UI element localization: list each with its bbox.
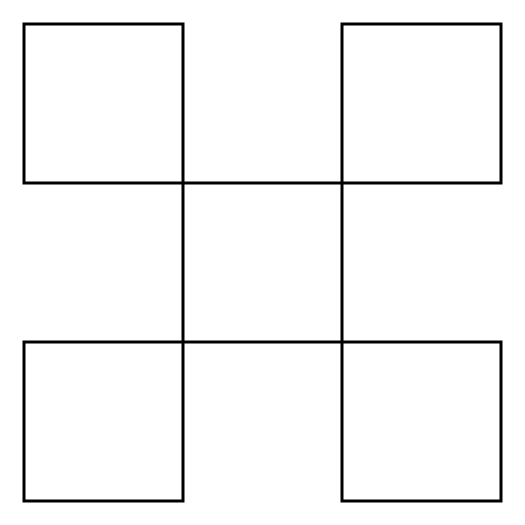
center-square	[181, 181, 344, 344]
top-right-square	[340, 22, 503, 185]
bottom-left-square	[22, 340, 185, 503]
top-left-square	[22, 22, 185, 185]
bottom-right-square	[340, 340, 503, 503]
